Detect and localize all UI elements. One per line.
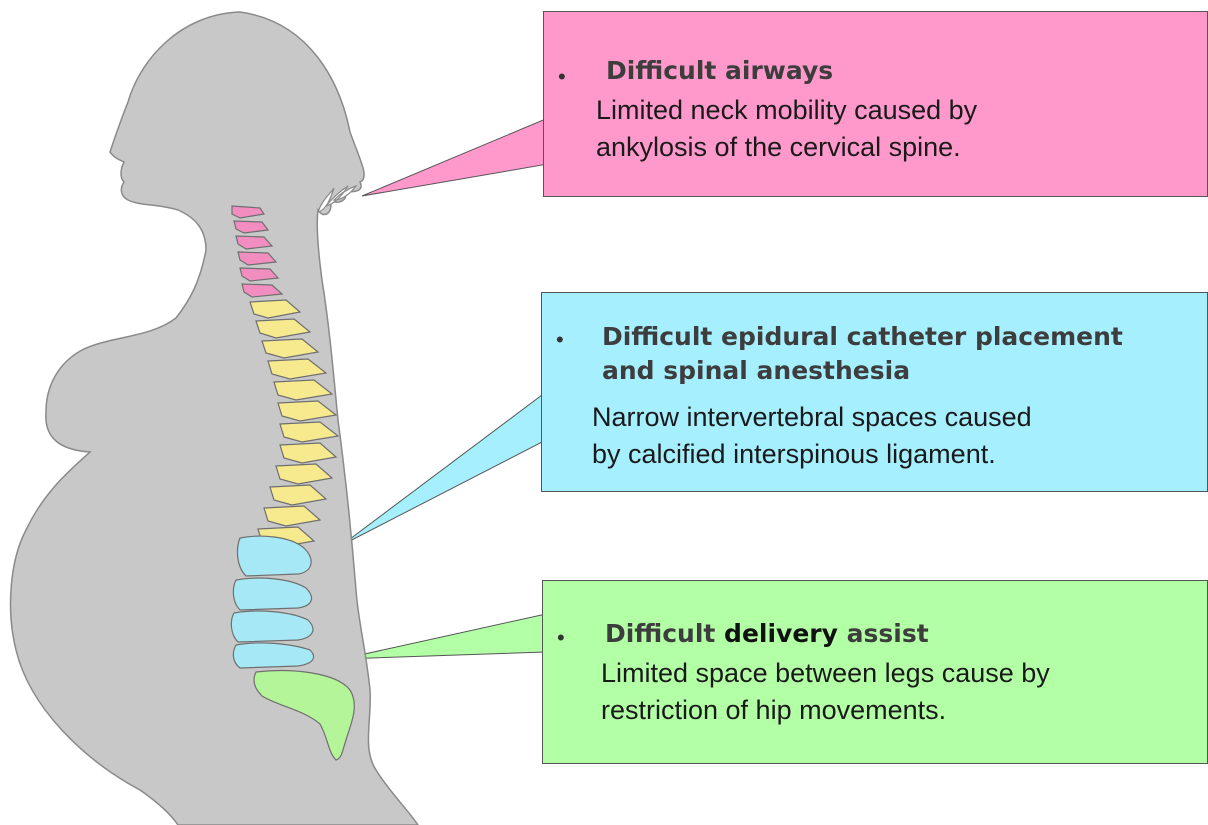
bullet-marker: • (557, 623, 565, 653)
delivery-pointer (342, 614, 546, 659)
airways-callout: • Difficult airways Limited neck mobilit… (543, 11, 1208, 197)
delivery-heading-pre: Difficult (605, 619, 724, 648)
delivery-heading-emphasis: delivery (724, 619, 838, 648)
delivery-heading-post: assist (838, 619, 929, 648)
delivery-callout: • Difficult delivery assist Limited spac… (542, 580, 1208, 764)
epidural-heading-line2: and spinal anesthesia (602, 354, 1123, 388)
epidural-heading: Difficult epidural catheter placement an… (602, 320, 1123, 388)
delivery-heading: Difficult delivery assist (605, 617, 929, 651)
lumbar-spine (231, 536, 313, 668)
airways-description-line2: ankylosis of the cervical spine. (596, 129, 977, 166)
epidural-callout: • Difficult epidural catheter placement … (541, 292, 1208, 492)
airways-heading: Difficult airways (606, 54, 833, 88)
body-silhouette (11, 12, 418, 825)
delivery-description-line2: restriction of hip movements. (601, 692, 1050, 729)
epidural-heading-line1: Difficult epidural catheter placement (602, 320, 1123, 354)
bullet-marker: • (558, 62, 566, 92)
epidural-description: Narrow intervertebral spaces caused by c… (592, 399, 1032, 473)
airways-pointer (362, 118, 548, 196)
delivery-description-line1: Limited space between legs cause by (601, 655, 1050, 692)
delivery-description: Limited space between legs cause by rest… (601, 655, 1050, 729)
epidural-pointer (342, 392, 546, 545)
airways-description: Limited neck mobility caused by ankylosi… (596, 92, 977, 166)
airways-description-line1: Limited neck mobility caused by (596, 92, 977, 129)
epidural-description-line1: Narrow intervertebral spaces caused (592, 399, 1032, 436)
bullet-marker: • (556, 325, 564, 355)
epidural-description-line2: by calcified interspinous ligament. (592, 436, 1032, 473)
cervical-vertebra (234, 221, 268, 233)
